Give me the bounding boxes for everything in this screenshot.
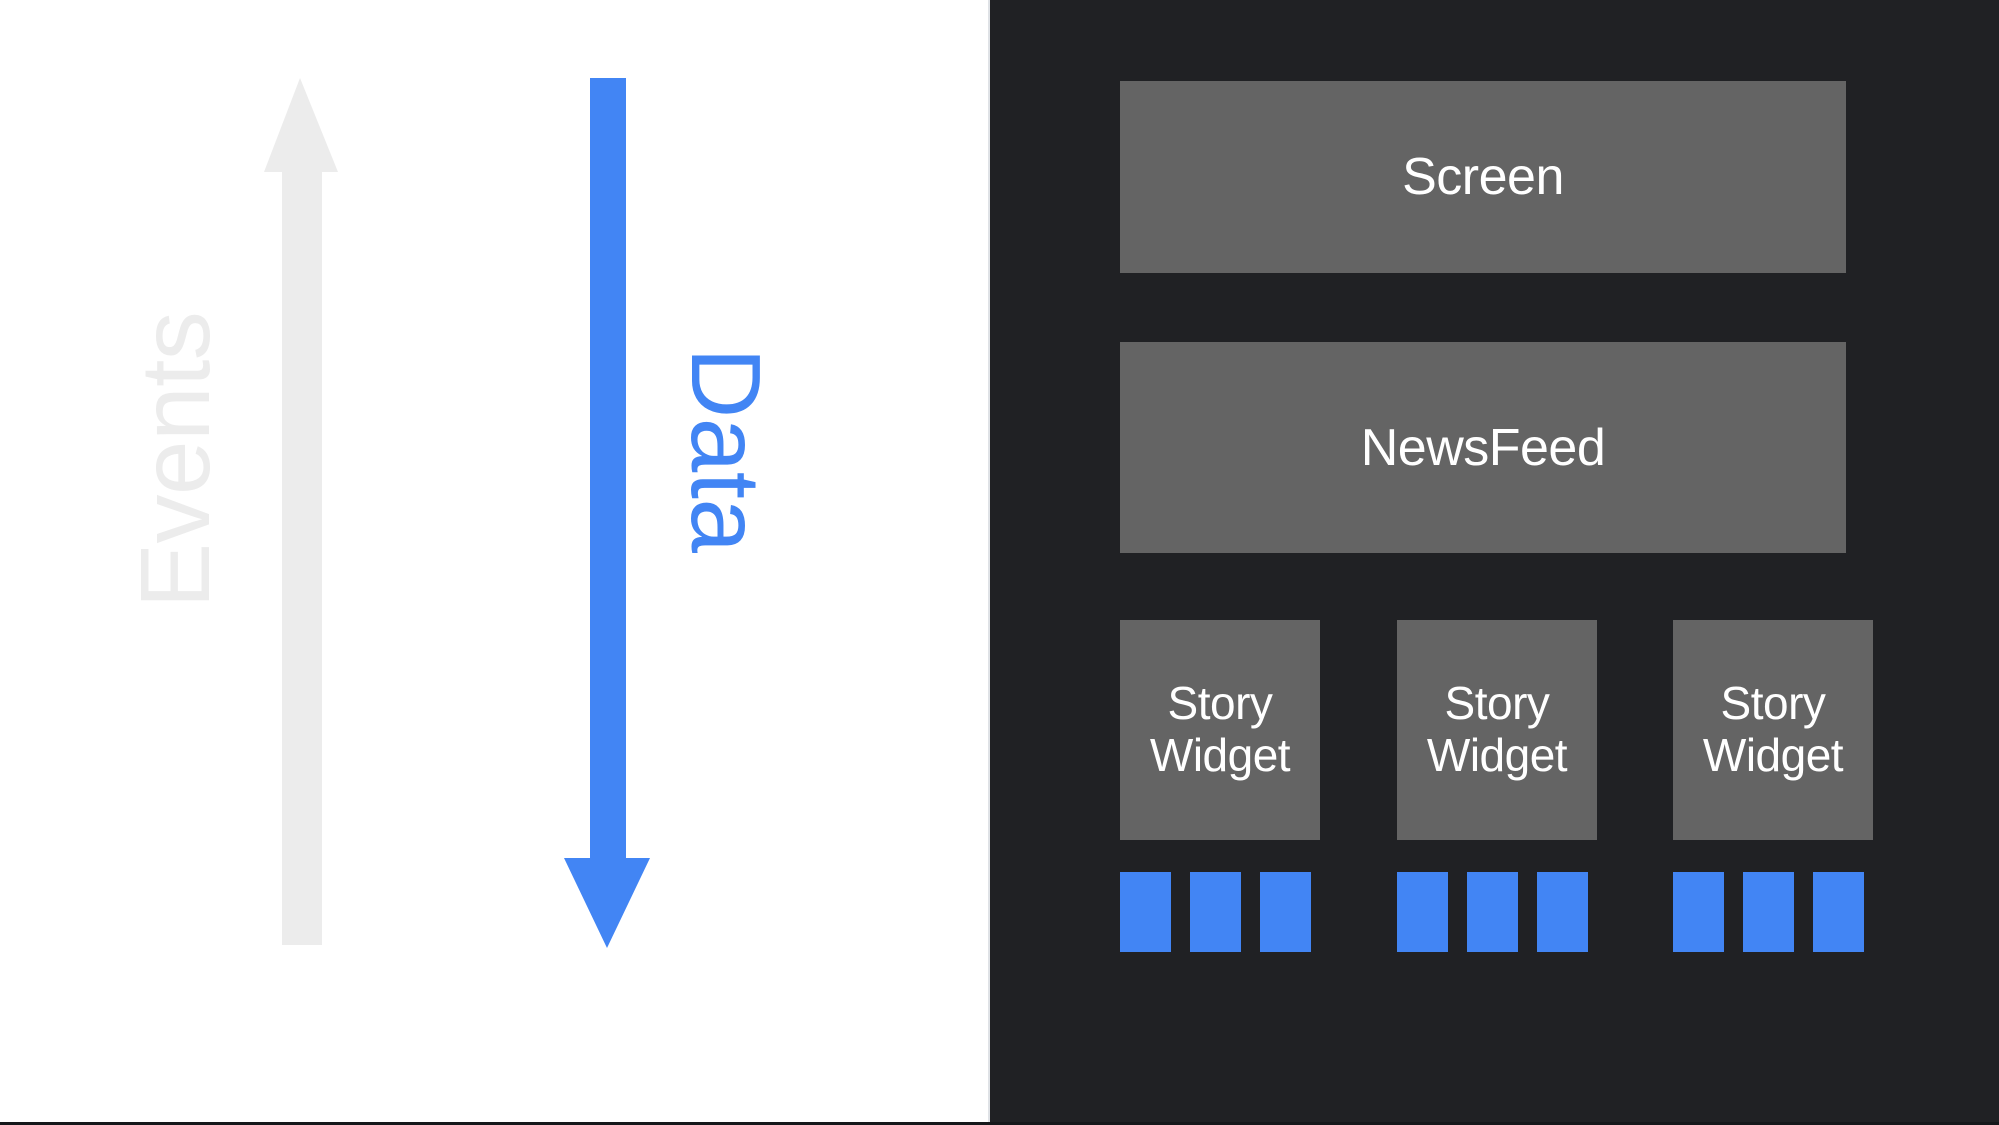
node-story-widget-label: Story Widget bbox=[1702, 677, 1844, 781]
bottom-rule bbox=[0, 1122, 1999, 1125]
node-story-widget[interactable]: Story Widget bbox=[1120, 620, 1320, 840]
story-label-line1: Story bbox=[1720, 677, 1826, 730]
leaf-bar[interactable] bbox=[1260, 872, 1311, 952]
events-flow-label: Events bbox=[120, 311, 230, 609]
data-flow-label: Data bbox=[671, 347, 781, 553]
leaf-bar[interactable] bbox=[1743, 872, 1794, 952]
arrow-up-icon bbox=[264, 78, 338, 945]
leaf-bar[interactable] bbox=[1673, 872, 1724, 952]
leaf-bar[interactable] bbox=[1397, 872, 1448, 952]
panel-divider bbox=[988, 0, 990, 1125]
node-story-widget-label: Story Widget bbox=[1426, 677, 1568, 781]
leaf-bar[interactable] bbox=[1813, 872, 1864, 952]
flow-legend-panel: Events Data bbox=[0, 0, 990, 1125]
leaf-bar[interactable] bbox=[1120, 872, 1171, 952]
leaf-bar[interactable] bbox=[1467, 872, 1518, 952]
arrow-down-icon bbox=[564, 78, 650, 948]
story-label-line2: Widget bbox=[1149, 729, 1291, 781]
leaf-bar-group bbox=[1397, 872, 1588, 952]
component-tree-panel: Screen NewsFeed Story Widget Story Widge… bbox=[990, 0, 1999, 1125]
node-story-widget[interactable]: Story Widget bbox=[1673, 620, 1873, 840]
leaf-bar[interactable] bbox=[1190, 872, 1241, 952]
leaf-bar-group bbox=[1120, 872, 1311, 952]
node-screen-label: Screen bbox=[1402, 148, 1564, 206]
leaf-bar-group bbox=[1673, 872, 1864, 952]
story-label-line1: Story bbox=[1444, 677, 1550, 730]
node-screen[interactable]: Screen bbox=[1120, 81, 1846, 273]
node-story-widget[interactable]: Story Widget bbox=[1397, 620, 1597, 840]
leaf-bar[interactable] bbox=[1537, 872, 1588, 952]
story-label-line2: Widget bbox=[1702, 729, 1844, 781]
story-label-line1: Story bbox=[1167, 677, 1273, 730]
node-story-widget-label: Story Widget bbox=[1149, 677, 1291, 781]
node-newsfeed[interactable]: NewsFeed bbox=[1120, 342, 1846, 553]
node-newsfeed-label: NewsFeed bbox=[1360, 418, 1606, 477]
story-label-line2: Widget bbox=[1426, 729, 1568, 781]
